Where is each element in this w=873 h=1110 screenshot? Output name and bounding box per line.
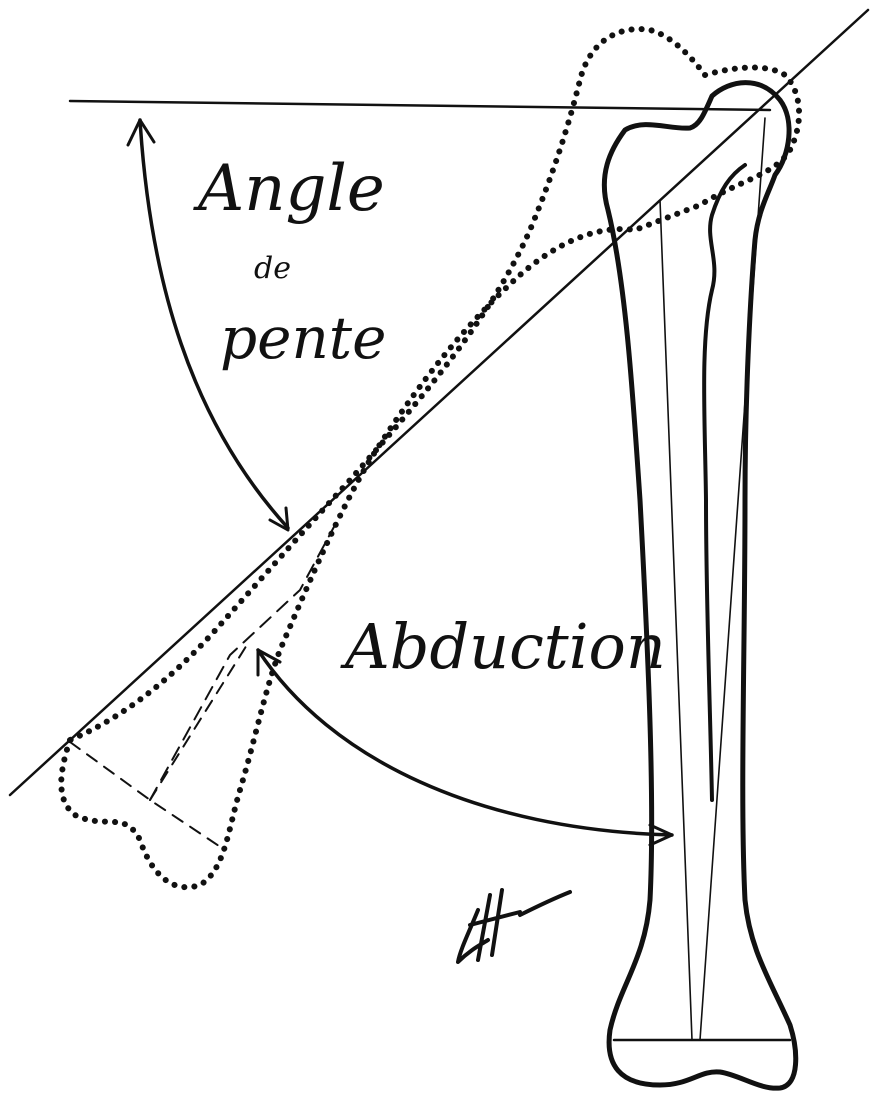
abducted-femur-condyle-line-dashed [70, 742, 222, 848]
abducted-femur-axis-dashed [150, 525, 335, 800]
artist-monogram [458, 890, 570, 962]
abducted-femur-shaft-dashed [150, 640, 250, 800]
label-abduction: Abduction [340, 610, 666, 683]
horizontal-reference-line [70, 101, 770, 110]
label-pente: pente [220, 304, 386, 372]
label-angle: Angle [193, 152, 385, 226]
label-de: de [254, 251, 291, 286]
vertical-femur-outline [604, 83, 795, 1089]
vertical-femur-axis-2 [700, 118, 765, 1040]
